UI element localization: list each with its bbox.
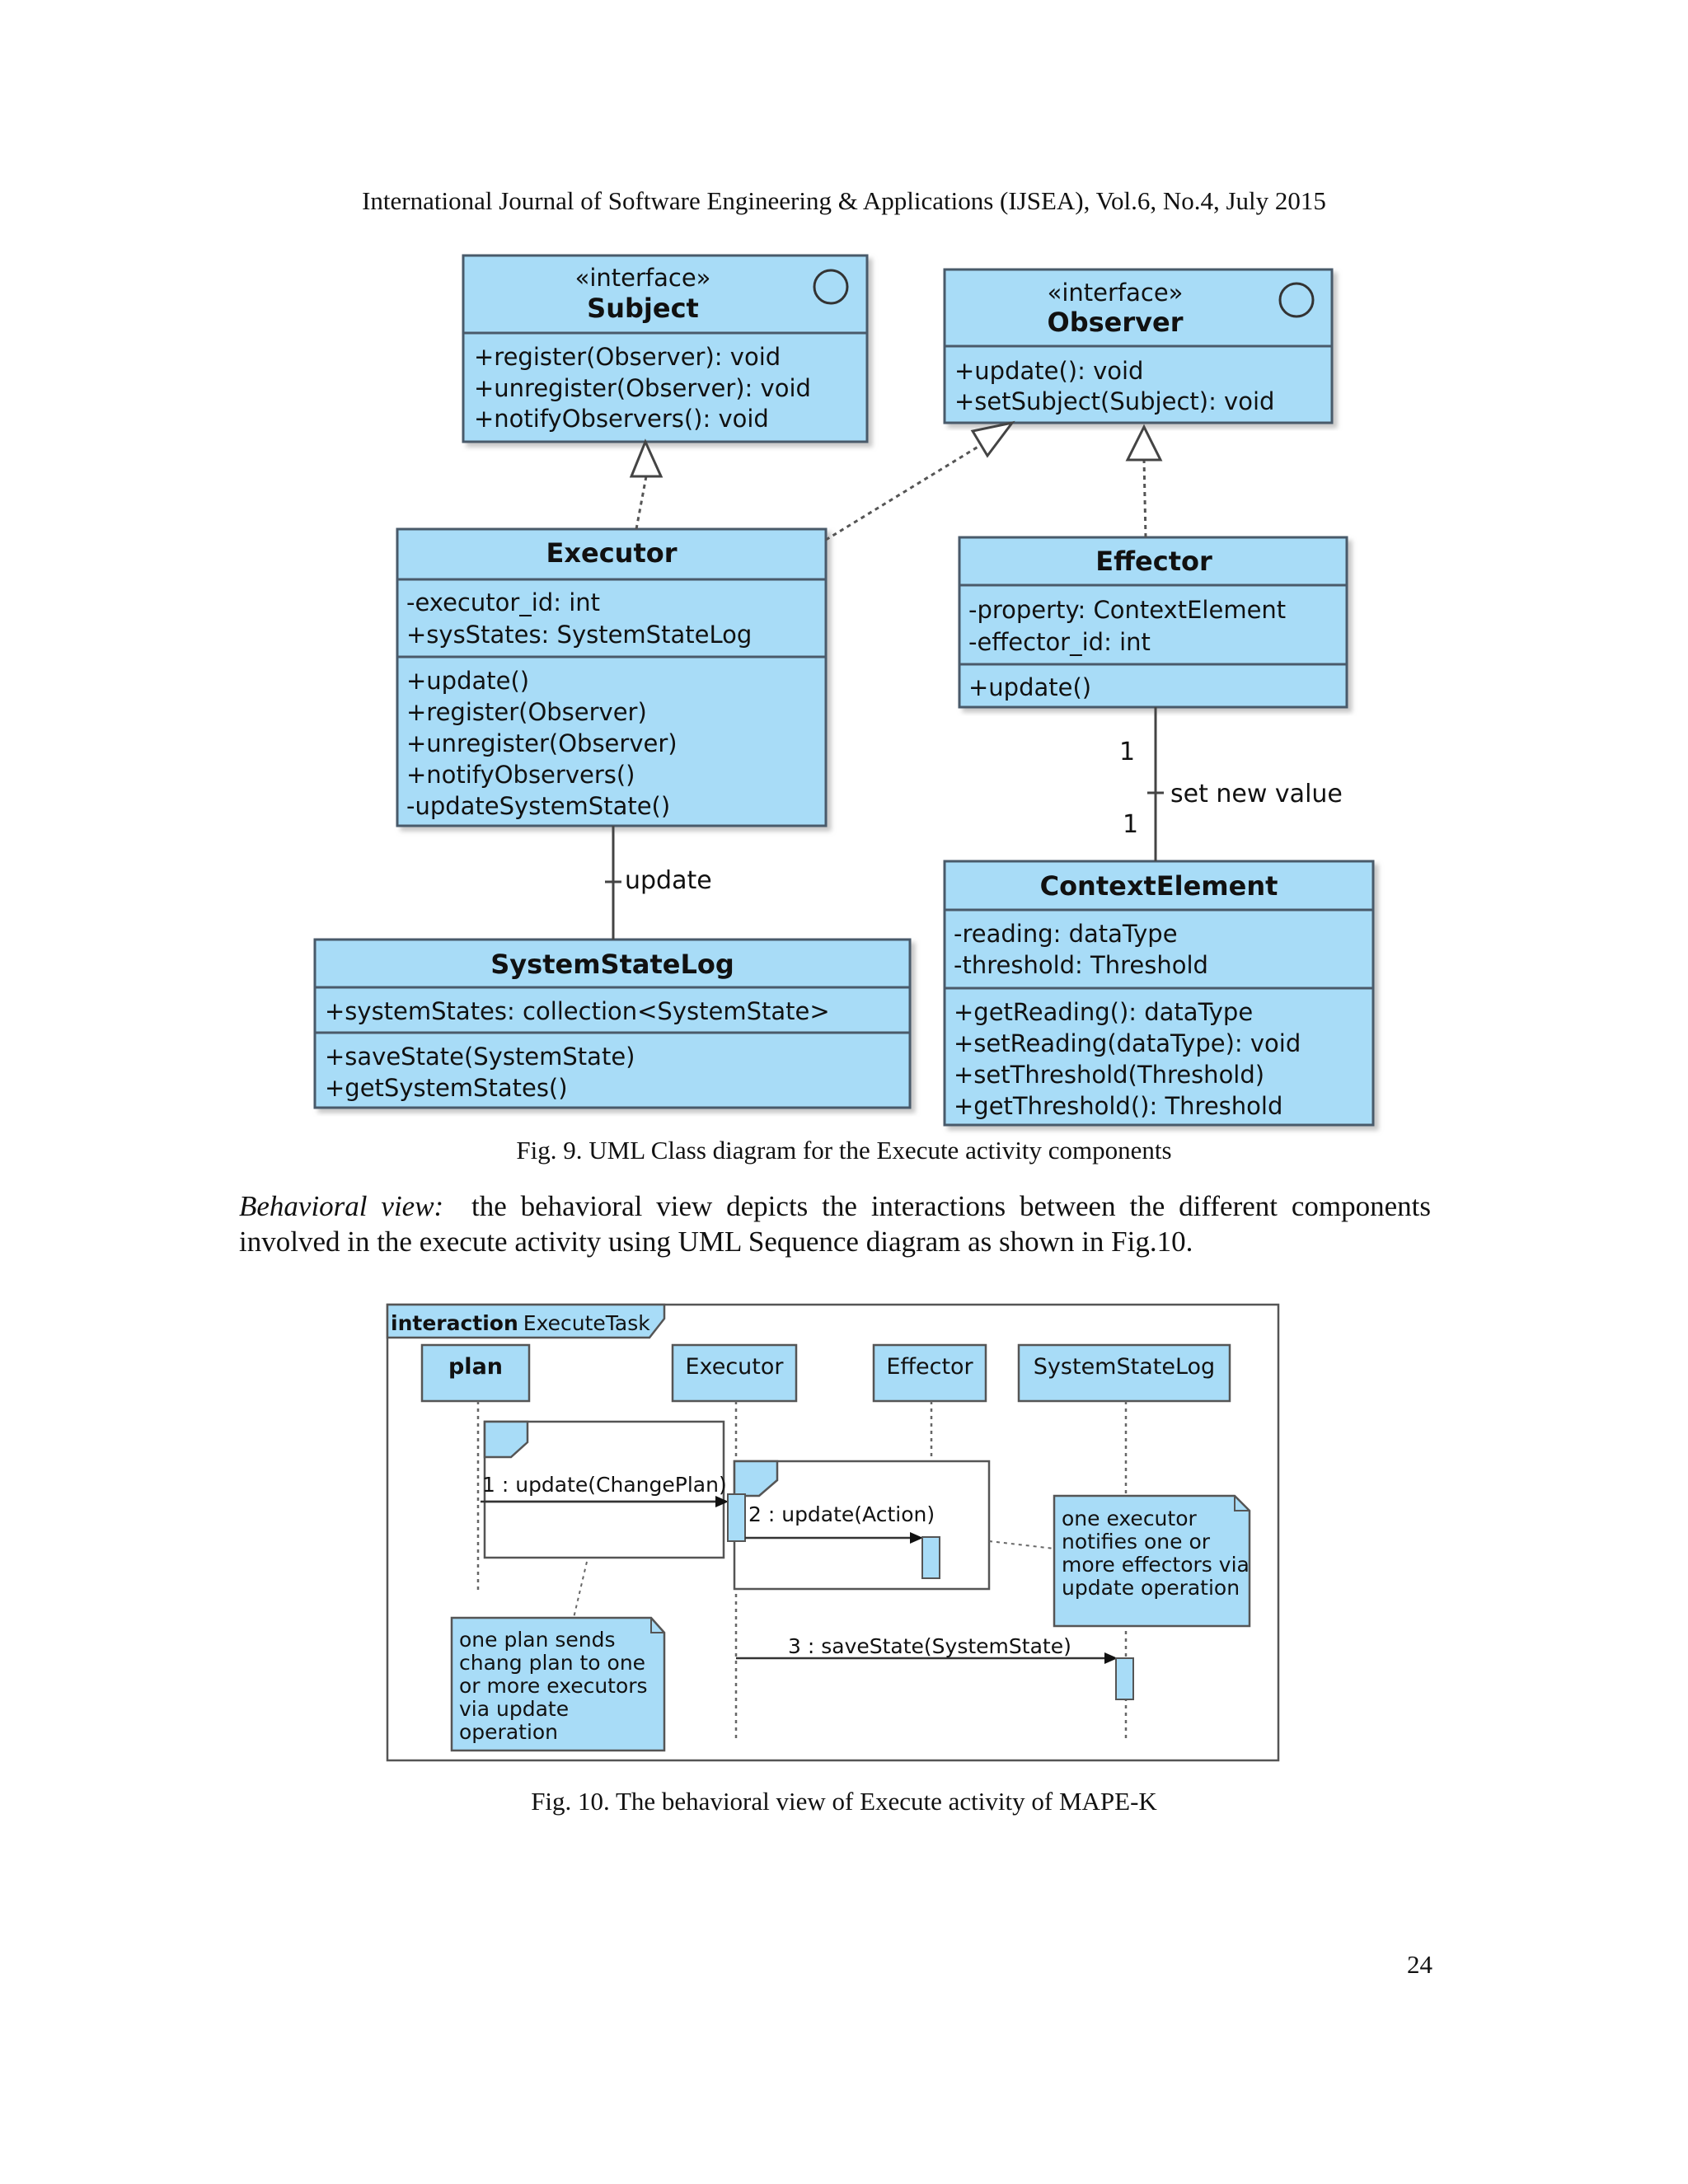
note-line: chang plan to one [459, 1651, 645, 1675]
attribute: -reading: dataType [954, 920, 1178, 948]
message-label: 3 : saveState(SystemState) [788, 1634, 1071, 1658]
attribute: +systemStates: collection<SystemState> [325, 997, 830, 1025]
lifeline-label: Executor [686, 1354, 785, 1380]
operation: +setSubject(Subject): void [954, 387, 1274, 415]
note-executor: one executor notifies one or more effect… [988, 1494, 1251, 1628]
operation: +register(Observer) [406, 698, 647, 726]
note-line: notifies one or [1062, 1530, 1211, 1554]
message-3: 3 : saveState(SystemState) [736, 1634, 1118, 1664]
attribute: -executor_id: int [406, 588, 600, 616]
attribute: -threshold: Threshold [954, 951, 1208, 979]
attribute: -effector_id: int [968, 628, 1151, 656]
message-label: 2 : update(Action) [748, 1502, 935, 1526]
operation: +notifyObservers(): void [474, 405, 769, 433]
page-number: 24 [1407, 1950, 1432, 1979]
fig9-class-diagram: «interface» Subject +register(Observer):… [313, 254, 1375, 1127]
attribute: -property: ContextElement [968, 596, 1286, 624]
operation: +unregister(Observer) [406, 729, 678, 757]
association-label: set new value [1170, 780, 1343, 808]
lifeline-label: plan [448, 1354, 503, 1380]
operation: +update() [406, 667, 529, 695]
operation: +getReading(): dataType [954, 998, 1253, 1026]
fig9-caption: Fig. 9. UML Class diagram for the Execut… [516, 1136, 1172, 1165]
multiplicity: 1 [1123, 810, 1138, 839]
operation: +register(Observer): void [474, 343, 781, 371]
activation-systemstatelog [1115, 1657, 1134, 1700]
lifeline-executor: Executor [671, 1343, 798, 1739]
frame-keyword: interaction [391, 1311, 518, 1335]
association-set-new-value: set new value 1 1 [1119, 707, 1343, 861]
paragraph-lead: Behavioral view: [239, 1190, 444, 1222]
class-name: Executor [546, 537, 677, 569]
association-update: update [605, 826, 712, 940]
operation: +update() [968, 673, 1091, 701]
operation: +update(): void [954, 357, 1143, 385]
realization-effector-observer [1125, 424, 1163, 538]
class-name: Effector [1095, 546, 1212, 577]
lifeline-label: SystemStateLog [1034, 1354, 1215, 1380]
operation: +notifyObservers() [406, 761, 635, 789]
note-line: operation [459, 1720, 558, 1744]
note-plan: one plan sends chang plan to one or more… [450, 1561, 666, 1752]
stereotype: «interface» [575, 264, 711, 292]
class-systemstatelog: SystemStateLog +systemStates: collection… [313, 938, 912, 1109]
class-effector: Effector -property: ContextElement -effe… [958, 536, 1348, 709]
class-name: Observer [1048, 307, 1184, 338]
lifeline-plan: plan [420, 1343, 531, 1591]
lifeline-systemstatelog: SystemStateLog [1017, 1343, 1231, 1739]
attribute: +sysStates: SystemStateLog [406, 621, 752, 649]
journal-header: International Journal of Software Engine… [362, 186, 1326, 215]
operation: +getThreshold(): Threshold [954, 1092, 1282, 1120]
class-subject: «interface» Subject +register(Observer):… [462, 254, 869, 443]
fig10-caption: Fig. 10. The behavioral view of Execute … [531, 1787, 1157, 1816]
plan-fragment [483, 1420, 725, 1559]
lifeline-label: Effector [886, 1354, 973, 1380]
note-line: more effectors via [1062, 1553, 1250, 1577]
operation: +setReading(dataType): void [954, 1029, 1301, 1057]
message-2: 2 : update(Action) [745, 1502, 935, 1544]
multiplicity: 1 [1119, 738, 1135, 766]
body-paragraph: Behavioral view: the behavioral view dep… [239, 1188, 1431, 1259]
stereotype: «interface» [1048, 279, 1184, 307]
activation-executor [727, 1493, 746, 1542]
paragraph-text: the behavioral view depicts the interact… [239, 1190, 1432, 1258]
operation: +getSystemStates() [325, 1074, 568, 1102]
frame-name: ExecuteTask [523, 1311, 650, 1335]
note-line: update operation [1062, 1576, 1240, 1600]
class-contextelement: ContextElement -reading: dataType -thres… [943, 860, 1375, 1127]
note-line: one executor [1062, 1507, 1198, 1530]
note-line: one plan sends [459, 1628, 616, 1652]
operation: +saveState(SystemState) [325, 1043, 635, 1071]
interface-circle-icon [1278, 282, 1315, 318]
lifeline-effector: Effector [872, 1343, 987, 1537]
class-observer: «interface» Observer +update(): void +se… [943, 268, 1334, 424]
class-name: SystemStateLog [490, 949, 734, 980]
operation: +unregister(Observer): void [474, 374, 811, 402]
class-executor: Executor -executor_id: int +sysStates: S… [396, 527, 828, 827]
operation: -updateSystemState() [406, 792, 670, 820]
interface-circle-icon [813, 269, 849, 305]
association-label: update [625, 866, 712, 895]
message-label: 1 : update(ChangePlan) [482, 1473, 727, 1497]
class-name: ContextElement [1040, 870, 1278, 902]
realization-executor-observer [825, 420, 1015, 541]
activation-effector [921, 1536, 940, 1579]
executor-fragment [733, 1460, 991, 1591]
note-line: via update [459, 1697, 569, 1721]
message-1: 1 : update(ChangePlan) [481, 1473, 729, 1507]
realization-executor-subject [629, 438, 663, 530]
note-line: or more executors [459, 1674, 648, 1698]
class-name: Subject [587, 293, 699, 324]
operation: +setThreshold(Threshold) [954, 1061, 1264, 1089]
